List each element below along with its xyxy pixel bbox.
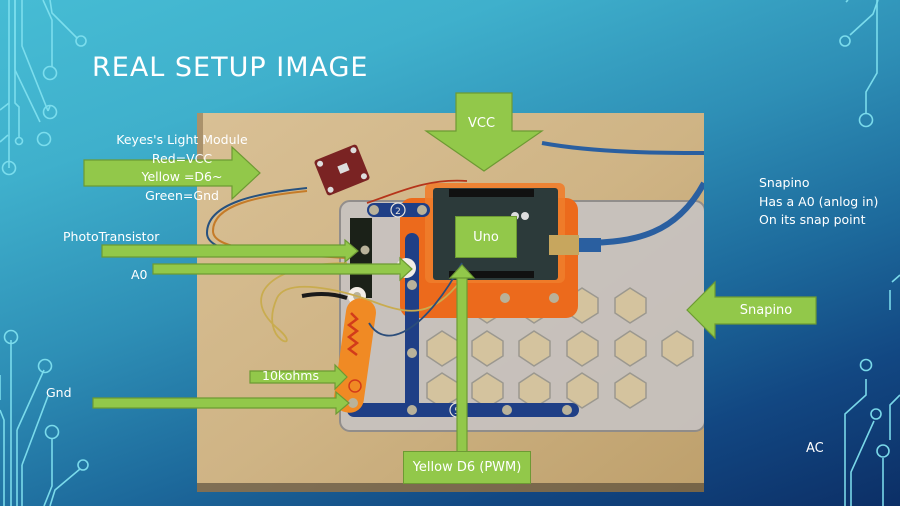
a0-label: A0 — [131, 267, 148, 282]
vcc-arrow — [424, 92, 544, 172]
light-module — [314, 144, 370, 196]
a0-arrow — [152, 256, 413, 282]
light-module-note-line: Red=VCC — [151, 150, 213, 166]
phototransistor-module — [350, 218, 372, 298]
uno-label: Uno — [455, 216, 517, 258]
snapino-arrow — [686, 280, 817, 340]
yellow-d6-arrowhead — [448, 264, 476, 279]
snapino-arrow-label: Snapino — [739, 303, 793, 318]
snapino-note-line: Has a A0 (anlog in) — [759, 193, 879, 209]
usb-connector — [549, 235, 579, 255]
vcc-label: VCC — [468, 116, 496, 131]
phototransistor-arrow — [101, 238, 359, 264]
resistor-10k — [333, 298, 376, 413]
light-module-arrow — [83, 145, 261, 201]
resistor-label: 10kohms — [262, 368, 319, 383]
resistor-arrow — [249, 363, 348, 391]
light-module-note: Keyes's Light Module Red=VCC Yellow =D6~… — [92, 131, 272, 205]
footer-initials: AC — [806, 441, 824, 456]
snap-label-2: 2 — [395, 207, 401, 217]
setup-photo: 5 2 — [197, 113, 704, 492]
snapino-note-line: On its snap point — [759, 212, 866, 227]
snapino-board — [400, 183, 601, 318]
yellow-d6-label: Yellow D6 (PWM) — [403, 451, 531, 484]
yellow-d6-stem — [456, 274, 468, 456]
gnd-arrow — [92, 390, 350, 416]
slide-title: REAL SETUP IMAGE — [92, 52, 369, 83]
snapino-note: Snapino Has a A0 (anlog in) On its snap … — [759, 174, 878, 230]
light-module-note-line: Yellow =D6~ — [141, 169, 223, 184]
gnd-label: Gnd — [46, 385, 72, 400]
light-module-note-line: Green=Gnd — [145, 187, 219, 203]
light-module-note-line: Keyes's Light Module — [116, 132, 248, 147]
phototransistor-label: PhotoTransistor — [63, 229, 160, 244]
snapino-note-line: Snapino — [759, 175, 810, 190]
